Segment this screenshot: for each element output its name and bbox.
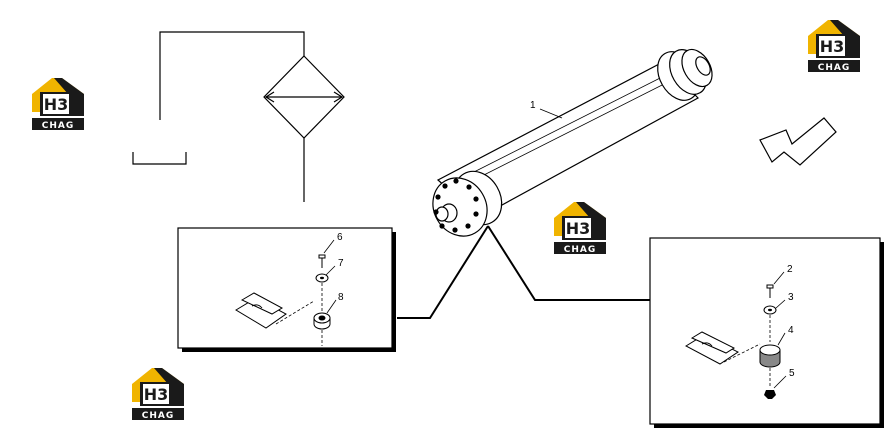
callout-5: 5	[789, 368, 795, 379]
bolt	[766, 284, 774, 298]
svg-text:H3: H3	[144, 385, 169, 404]
svg-text:CHAG: CHAG	[42, 121, 75, 131]
direction-arrow-icon	[759, 117, 837, 166]
callout-7: 7	[338, 258, 344, 269]
svg-text:H3: H3	[820, 37, 845, 56]
bracket	[684, 331, 739, 365]
callout-8: 8	[338, 292, 344, 303]
detail-leaders	[397, 225, 650, 319]
bolt	[318, 254, 326, 268]
svg-text:H3: H3	[566, 219, 591, 238]
svg-text:CHAG: CHAG	[818, 63, 851, 73]
callout-label: 1	[530, 100, 536, 111]
rubber-mount	[759, 344, 781, 368]
callout-6: 6	[337, 232, 343, 243]
callout-3: 3	[788, 292, 794, 303]
bracket	[235, 292, 287, 329]
svg-text:CHAG: CHAG	[142, 411, 175, 421]
callout-4: 4	[788, 325, 794, 336]
svg-text:CHAG: CHAG	[564, 245, 597, 255]
nut	[764, 390, 776, 399]
svg-text:H3: H3	[44, 95, 69, 114]
callout-2: 2	[787, 264, 793, 275]
detail-box-right: 2 3 4 5	[649, 237, 884, 428]
detail-box-left: 6 7 8	[177, 227, 396, 352]
filter-symbol-icon	[132, 31, 345, 202]
callout-1: 1	[530, 100, 563, 119]
spacer	[313, 312, 331, 330]
filter-cylinder	[432, 48, 713, 237]
